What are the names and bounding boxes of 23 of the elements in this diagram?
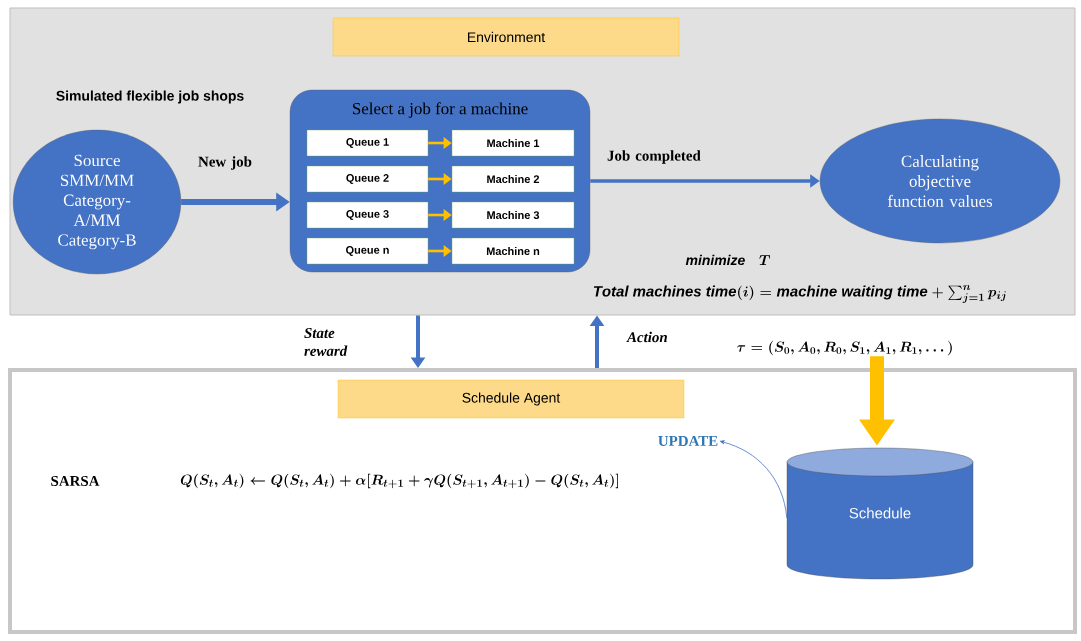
machine-box: Machine 2 (451, 165, 575, 193)
arrow (719, 440, 788, 519)
queue-box: Queue n (306, 237, 429, 265)
formula: $\mathit{Total\ machines\ time}(i)=\mathit{machine\ waiting\ time}+\sum\nolimits_{j=1}^{n}p_{ij}$ (593, 284, 1006, 304)
edge-label: Job completed (607, 150, 701, 164)
edge-label: State reward (304, 328, 348, 356)
edge-label: New job (198, 156, 252, 170)
algorithm-name: SARSA (51, 476, 100, 486)
database-cylinder: Schedule (786, 447, 974, 580)
machine-box: Machine n (451, 237, 575, 265)
update-text: UPDATE (658, 436, 718, 446)
queue-box: Queue 1 (306, 129, 429, 157)
section-heading: Simulated flexible job shops (56, 90, 244, 104)
formula: $\mathit{minimize}\;\;\; T$ (685, 254, 771, 266)
formula: $\tau=(S_0,A_0,R_0,S_1,A_1,R_1,\dots)$ (737, 340, 952, 356)
queue-box: Queue 3 (306, 201, 429, 229)
machine-box: Machine 1 (451, 129, 575, 157)
machine-box: Machine 3 (451, 201, 575, 229)
heading-box: Environment (332, 17, 680, 57)
heading-box: Schedule Agent (337, 379, 685, 419)
edge-label: Action (626, 331, 667, 343)
formula: $Q(S_t,A_t)\leftarrow Q(S_t,A_t)+\alpha[R_{t+1}+\gamma Q(S_{t+1},A_{t+1})-Q(S_t,A_t)]$ (180, 473, 618, 489)
queue-box: Queue 2 (306, 165, 429, 193)
